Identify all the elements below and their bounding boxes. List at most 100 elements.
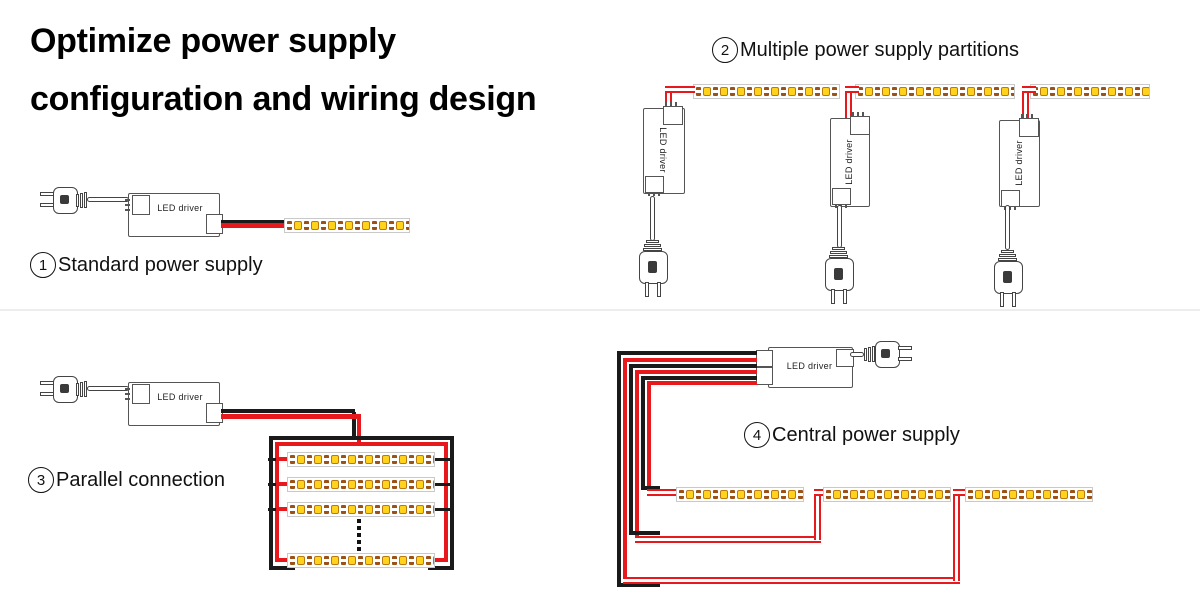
led-pad <box>406 221 409 230</box>
plug-shade <box>881 349 890 358</box>
led-pad <box>375 455 380 464</box>
led-pad <box>696 490 701 499</box>
led-chip <box>788 490 796 499</box>
led-pad <box>926 87 931 96</box>
led-pad <box>392 505 397 514</box>
led-pad <box>679 490 684 499</box>
led-chip <box>297 556 305 565</box>
plug-neck <box>868 347 871 362</box>
led-chip <box>1074 87 1082 96</box>
section-label: 1 Standard power supply <box>30 252 263 278</box>
plug-neck <box>830 251 847 254</box>
led-chip <box>365 505 373 514</box>
led-pad <box>426 505 431 514</box>
power-cord <box>87 386 129 391</box>
led-pad <box>307 505 312 514</box>
led-chip <box>882 87 890 96</box>
led-chip <box>433 556 434 565</box>
led-strip <box>965 487 1093 502</box>
led-pad <box>764 490 769 499</box>
led-chip <box>331 480 339 489</box>
wire-red-segment <box>275 558 288 562</box>
led-pad <box>713 490 718 499</box>
plug-neck <box>643 248 662 251</box>
divider-line <box>0 309 1200 311</box>
led-chip <box>399 556 407 565</box>
power-cord <box>837 205 842 248</box>
led-pad <box>730 490 735 499</box>
led-pad <box>409 455 414 464</box>
led-pad <box>747 87 752 96</box>
led-chip <box>1125 87 1133 96</box>
wire-black-segment <box>268 508 280 511</box>
wire-black-segment <box>269 436 273 570</box>
plug-neck <box>832 247 845 250</box>
led-driver-box <box>128 193 220 237</box>
led-pad <box>730 87 735 96</box>
led-pad <box>892 87 897 96</box>
led-chip <box>1077 490 1085 499</box>
plug-prong <box>843 289 847 304</box>
connector-pin <box>1031 114 1033 118</box>
led-chip <box>331 505 339 514</box>
wire-red-segment <box>357 418 361 444</box>
wire-red-segment <box>635 370 639 540</box>
wire-black-segment <box>629 364 633 534</box>
led-pad <box>1011 87 1014 96</box>
led-pad <box>338 221 343 230</box>
plug-neck <box>76 383 79 396</box>
connector-pin <box>857 112 859 116</box>
plug-shade <box>1003 271 1012 283</box>
connector-pin <box>1026 114 1028 118</box>
wire-red-pair-segment <box>1022 92 1029 121</box>
led-pad <box>696 87 701 96</box>
wire-red-pair-segment <box>635 536 821 543</box>
led-pad <box>994 87 999 96</box>
wire-red-segment <box>221 414 361 419</box>
led-chip <box>433 505 434 514</box>
wire-red-pair-segment <box>665 86 695 93</box>
led-chip <box>314 505 322 514</box>
led-pad <box>1053 490 1058 499</box>
connector-pin <box>845 204 847 208</box>
led-pad <box>341 480 346 489</box>
led-chip <box>348 480 356 489</box>
connector-block <box>206 403 223 423</box>
connector-block <box>132 384 150 404</box>
led-chip <box>754 490 762 499</box>
led-strip <box>676 487 804 502</box>
wire-black-segment <box>428 566 454 570</box>
page-title-line2: configuration and wiring design <box>30 80 537 118</box>
connector-pin <box>835 204 837 208</box>
led-chip <box>754 87 762 96</box>
led-chip <box>686 490 694 499</box>
led-pad <box>875 87 880 96</box>
connector-block <box>132 195 150 215</box>
led-chip <box>833 490 841 499</box>
led-pad <box>358 455 363 464</box>
wire-black-segment <box>617 351 757 355</box>
wire-red-pair-segment <box>1022 86 1036 93</box>
wire-black-segment <box>435 483 453 486</box>
led-chip <box>331 455 339 464</box>
led-chip <box>1060 490 1068 499</box>
led-pad <box>341 505 346 514</box>
plug-prong <box>898 357 912 361</box>
wire-black-segment <box>450 436 454 570</box>
led-pad <box>307 480 312 489</box>
wire-black-segment <box>221 220 284 223</box>
led-pad <box>324 556 329 565</box>
section-label-text: Standard power supply <box>58 253 263 276</box>
led-strip <box>693 84 840 99</box>
wire-red-pair-segment <box>814 492 821 540</box>
led-pad <box>894 490 899 499</box>
led-driver-label: LED driver <box>786 361 833 371</box>
wire-black-segment <box>629 531 660 535</box>
wire-black-segment <box>435 458 453 461</box>
led-pad <box>304 221 309 230</box>
led-chip <box>1001 87 1009 96</box>
connector-block <box>850 116 870 135</box>
connector-pin <box>125 209 130 211</box>
led-pad <box>358 556 363 565</box>
connector-block <box>836 349 854 367</box>
